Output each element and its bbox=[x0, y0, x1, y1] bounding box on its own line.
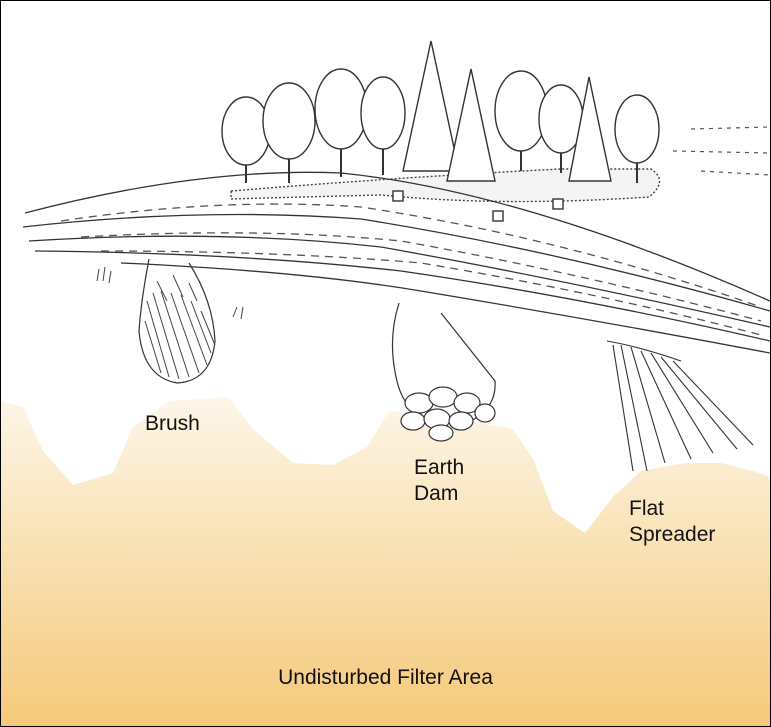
brush-barrier-icon bbox=[139, 259, 215, 383]
filter-area-label: Undisturbed Filter Area bbox=[1, 665, 770, 691]
earth-dam-label-line1: Earth bbox=[414, 455, 464, 481]
grass-tufts-icon bbox=[97, 267, 243, 319]
flat-spreader-label-line1: Flat bbox=[629, 496, 715, 522]
flat-spreader-label-line2: Spreader bbox=[629, 522, 715, 548]
earth-dam-label-line2: Dam bbox=[414, 481, 464, 507]
brush-label: Brush bbox=[145, 411, 200, 437]
flat-spreader-icon bbox=[607, 341, 753, 471]
tree-line-icon bbox=[222, 41, 660, 221]
distant-field-icon bbox=[673, 127, 770, 175]
earth-dam-icon bbox=[392, 303, 495, 441]
earth-dam-label: Earth Dam bbox=[414, 455, 464, 507]
flat-spreader-label: Flat Spreader bbox=[629, 496, 715, 548]
